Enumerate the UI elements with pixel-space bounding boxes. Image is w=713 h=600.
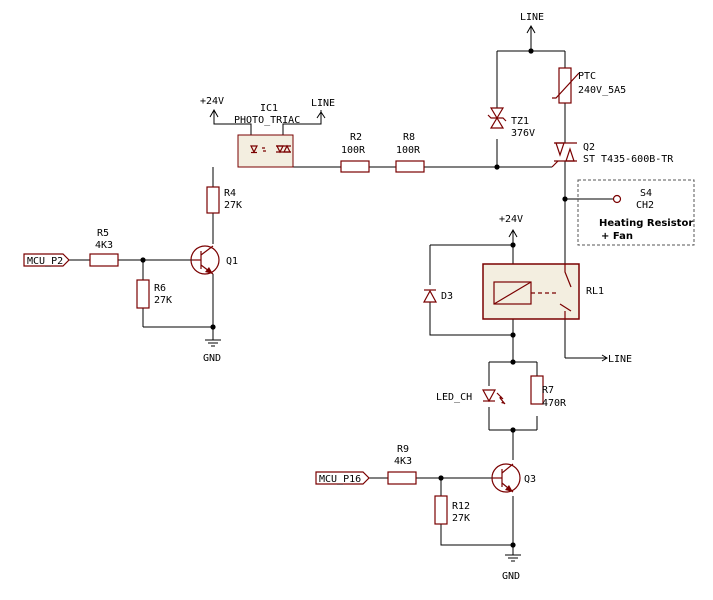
svg-text:4K3: 4K3 — [95, 240, 113, 251]
port-mcu-p2: MCU_P2 — [23, 253, 70, 267]
svg-text:GND: GND — [502, 571, 520, 582]
svg-text:Q3: Q3 — [524, 474, 536, 485]
svg-text:R6: R6 — [154, 283, 166, 294]
resistor-r2: R2 100R — [340, 132, 370, 173]
load-connector-s4: S4 CH2 Heating Resistor + Fan — [577, 179, 695, 246]
tvs-diode-tz1: TZ1 376V — [487, 107, 535, 139]
relay-rl1: RL1 — [482, 263, 604, 320]
svg-text:R5: R5 — [97, 228, 109, 239]
svg-text:376V: 376V — [511, 128, 535, 139]
ptc-thermistor: PTC 240V_5A5 — [552, 67, 626, 104]
port-mcu-p16: MCU_P16 — [315, 471, 370, 485]
svg-text:100R: 100R — [396, 145, 421, 156]
svg-text:RL1: RL1 — [586, 286, 604, 297]
svg-text:R2: R2 — [350, 132, 362, 143]
svg-text:100R: 100R — [341, 145, 366, 156]
svg-text:+24V: +24V — [200, 96, 224, 107]
svg-text:240V_5A5: 240V_5A5 — [578, 85, 626, 96]
svg-text:4K3: 4K3 — [394, 456, 412, 467]
junction-dots — [140, 48, 568, 548]
resistor-r12: R12 27K — [434, 495, 470, 525]
diode-d3: D3 — [422, 289, 453, 303]
wires — [69, 30, 614, 555]
svg-text:R4: R4 — [224, 188, 236, 199]
resistor-r7: R7 470R — [530, 375, 567, 409]
line-net-relay-output: LINE — [601, 354, 632, 365]
opto-triac-ic1: IC1 PHOTO_TRIAC — [234, 103, 300, 168]
svg-text:27K: 27K — [452, 513, 470, 524]
gnd-symbol-q3: GND — [502, 554, 521, 582]
svg-text:CH2: CH2 — [636, 200, 654, 211]
resistor-r6: R6 27K — [136, 279, 172, 309]
svg-text:LED_CH: LED_CH — [436, 392, 472, 403]
svg-text:ST T435-600B-TR: ST T435-600B-TR — [583, 154, 674, 165]
svg-text:R12: R12 — [452, 501, 470, 512]
svg-text:+24V: +24V — [499, 214, 523, 225]
gnd-symbol-q1: GND — [203, 339, 221, 364]
transistor-q1: Q1 — [190, 245, 238, 275]
svg-text:LINE: LINE — [520, 12, 544, 23]
svg-text:Heating Resistor: Heating Resistor — [599, 218, 693, 229]
v24-net-relay: +24V — [499, 214, 523, 240]
svg-text:S4: S4 — [640, 188, 652, 199]
svg-text:LINE: LINE — [311, 98, 335, 109]
svg-text:27K: 27K — [224, 200, 242, 211]
svg-text:MCU_P2: MCU_P2 — [27, 256, 63, 267]
svg-text:PTC: PTC — [578, 71, 596, 82]
svg-text:MCU_P16: MCU_P16 — [319, 474, 361, 485]
triac-q2: Q2 ST T435-600B-TR — [551, 142, 674, 168]
led-led-ch: LED_CH — [436, 389, 506, 405]
svg-text:PHOTO_TRIAC: PHOTO_TRIAC — [234, 115, 300, 126]
svg-text:Q1: Q1 — [226, 256, 238, 267]
svg-text:LINE: LINE — [608, 354, 632, 365]
svg-text:Q2: Q2 — [583, 142, 595, 153]
line-net-top: LINE — [520, 12, 544, 34]
svg-text:GND: GND — [203, 353, 221, 364]
resistor-r9: R9 4K3 — [387, 444, 417, 485]
svg-text:470R: 470R — [542, 398, 567, 409]
resistor-r8: R8 100R — [395, 132, 425, 173]
v24-net-opto: +24V — [200, 96, 224, 118]
svg-text:R9: R9 — [397, 444, 409, 455]
svg-text:+ Fan: + Fan — [601, 231, 633, 242]
svg-text:TZ1: TZ1 — [511, 116, 529, 127]
svg-text:R7: R7 — [542, 385, 554, 396]
transistor-q3: Q3 — [491, 463, 536, 493]
svg-text:D3: D3 — [441, 291, 453, 302]
svg-text:IC1: IC1 — [260, 103, 278, 114]
resistor-r5: R5 4K3 — [89, 228, 119, 267]
resistor-r4: R4 27K — [206, 186, 242, 214]
line-net-opto: LINE — [311, 98, 335, 119]
svg-text:R8: R8 — [403, 132, 415, 143]
svg-text:27K: 27K — [154, 295, 172, 306]
